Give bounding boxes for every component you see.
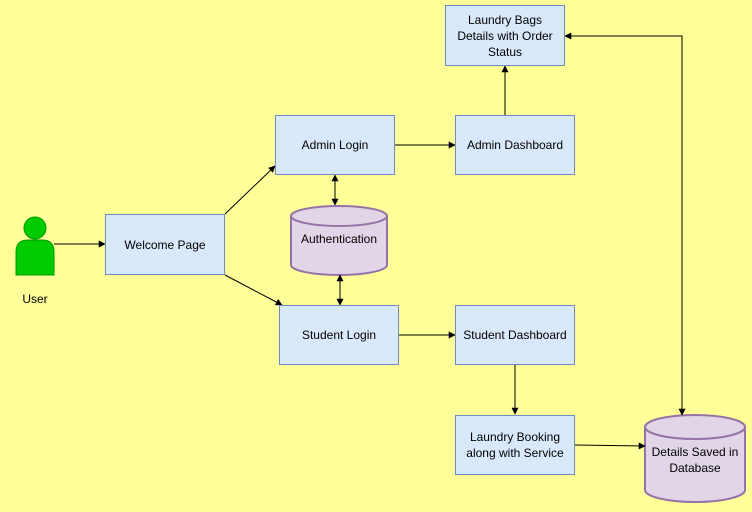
laundry-booking-node: Laundry Booking along with Service	[455, 415, 575, 475]
user-label: User	[22, 292, 48, 306]
authentication-cylinder	[290, 205, 388, 276]
admin-dashboard-node: Admin Dashboard	[455, 115, 575, 175]
student-dashboard-node: Student Dashboard	[455, 305, 575, 365]
edge-welcome-student-login	[224, 274, 283, 306]
student-login-node: Student Login	[279, 305, 399, 365]
authentication-label: Authentication	[300, 232, 378, 246]
person-icon	[15, 216, 55, 276]
laundry-bags-node: Laundry Bags Details with Order Status	[445, 5, 565, 66]
edge-booking-database	[574, 442, 646, 450]
database-cylinder	[644, 414, 746, 503]
edge-welcome-admin-login	[224, 165, 276, 215]
edge-bags-database	[564, 32, 686, 416]
welcome-page-node: Welcome Page	[105, 214, 225, 275]
admin-login-node: Admin Login	[275, 115, 395, 175]
database-label: Details Saved in Database	[651, 445, 739, 475]
